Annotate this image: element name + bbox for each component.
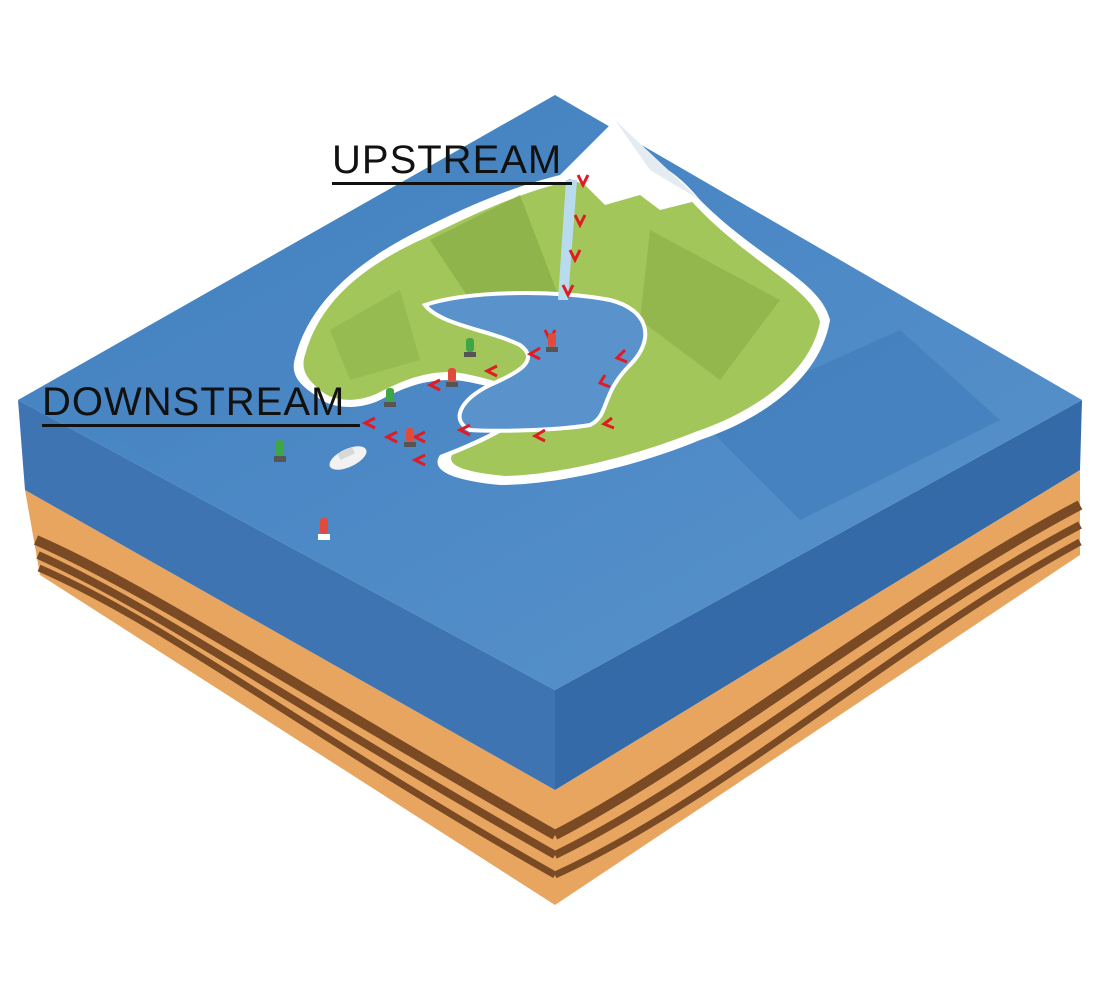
waterfall bbox=[558, 180, 577, 300]
buoy-green-icon bbox=[384, 388, 396, 407]
inner-bay bbox=[421, 291, 648, 433]
water-side-right bbox=[555, 400, 1082, 790]
arrow-icon bbox=[614, 348, 628, 364]
arrow-icon bbox=[561, 284, 575, 299]
arrow-icon bbox=[456, 423, 471, 437]
arrow-icon bbox=[600, 416, 615, 430]
buoy-red-icon bbox=[404, 428, 416, 447]
buoy-red-icon bbox=[318, 518, 330, 540]
soil-right bbox=[552, 470, 1083, 905]
arrow-icon bbox=[411, 453, 426, 467]
arrow-icon bbox=[483, 364, 498, 378]
arrow-icon bbox=[526, 346, 541, 361]
buoy-red-icon bbox=[546, 333, 558, 352]
upstream-underline bbox=[332, 182, 572, 185]
upstream-label: UPSTREAM bbox=[332, 138, 563, 182]
downstream-label: DOWNSTREAM bbox=[42, 380, 346, 424]
buoy-red-icon bbox=[446, 368, 458, 387]
soil-left bbox=[25, 490, 558, 905]
buoys bbox=[274, 333, 558, 540]
buoy-green-icon bbox=[274, 440, 286, 462]
arrow-icon bbox=[576, 174, 590, 189]
water-side-left bbox=[18, 400, 555, 790]
arrow-icon bbox=[383, 430, 398, 444]
arrow-icon bbox=[426, 378, 441, 392]
boat-icon bbox=[329, 446, 367, 470]
arrow-icon bbox=[411, 430, 426, 444]
buoy-green-icon bbox=[464, 338, 476, 357]
arrow-icon bbox=[531, 428, 546, 443]
downstream-underline bbox=[42, 424, 360, 427]
arrow-icon bbox=[597, 374, 611, 389]
arrow-icon bbox=[568, 249, 582, 264]
arrow-icon bbox=[573, 214, 587, 229]
arrow-icon bbox=[361, 416, 376, 430]
snow-peak bbox=[560, 120, 700, 210]
